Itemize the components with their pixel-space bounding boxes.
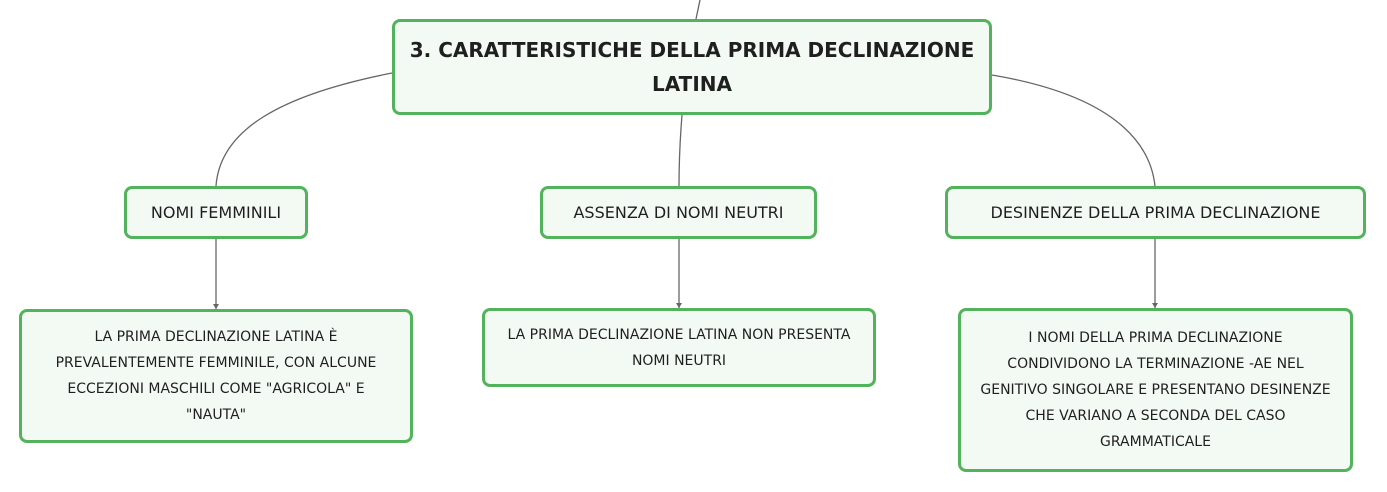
topic-assenza-nomi-neutri[interactable]: ASSENZA DI NOMI NEUTRI (540, 186, 817, 239)
arrowhead-assenza-neutri-detail (676, 303, 682, 308)
topic-nomi-femminili-label: NOMI FEMMINILI (150, 203, 282, 222)
topic-desinenze[interactable]: DESINENZE DELLA PRIMA DECLINAZIONE (945, 186, 1366, 239)
topic-nomi-femminili[interactable]: NOMI FEMMINILI (124, 186, 308, 239)
arrowhead-desinenze-detail (1152, 303, 1158, 308)
parent-connector (695, 0, 701, 20)
connector-root-nomi-femminili (215, 72, 393, 187)
detail-assenza-nomi-neutri-text: LA PRIMA DECLINAZIONE LATINA NON PRESENT… (507, 326, 851, 369)
detail-desinenze[interactable]: I NOMI DELLA PRIMA DECLINAZIONE CONDIVID… (958, 308, 1353, 472)
detail-desinenze-text: I NOMI DELLA PRIMA DECLINAZIONE CONDIVID… (980, 330, 1331, 450)
connector-root-desinenze (991, 74, 1156, 187)
topic-desinenze-label: DESINENZE DELLA PRIMA DECLINAZIONE (990, 203, 1321, 222)
root-topic-node[interactable]: 3. CARATTERISTICHE DELLA PRIMA DECLINAZI… (392, 19, 992, 115)
topic-assenza-nomi-neutri-label: ASSENZA DI NOMI NEUTRI (573, 203, 784, 222)
connector-root-assenza-neutri (678, 114, 683, 187)
detail-nomi-femminili-text: LA PRIMA DECLINAZIONE LATINA È PREVALENT… (55, 329, 377, 423)
root-topic-title: 3. CARATTERISTICHE DELLA PRIMA DECLINAZI… (409, 38, 975, 96)
detail-assenza-nomi-neutri[interactable]: LA PRIMA DECLINAZIONE LATINA NON PRESENT… (482, 308, 876, 387)
detail-nomi-femminili[interactable]: LA PRIMA DECLINAZIONE LATINA È PREVALENT… (19, 309, 413, 443)
arrowhead-nomi-femminili-detail (213, 304, 219, 309)
